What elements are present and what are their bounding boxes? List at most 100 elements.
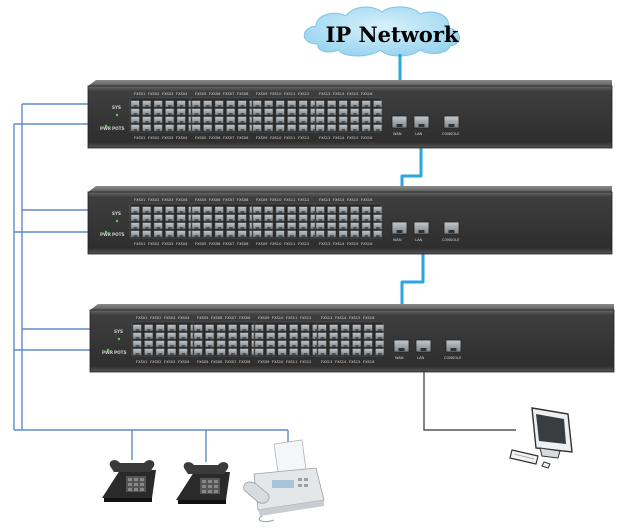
rj11-port [165,100,175,108]
cloud-label: IP Network [326,22,459,47]
port-latch [290,105,294,107]
port-label-bottom: FXS14 [335,360,347,364]
port-label-top: FXS05 [195,92,206,96]
port-latch [292,353,296,355]
rj11-port [252,230,262,238]
port-latch [217,113,222,115]
port-latch [320,345,325,347]
phone-icon [176,462,230,504]
rj11-port [214,124,224,132]
port-latch [170,337,174,339]
port-label-bottom: FXS12 [298,136,309,140]
computer-icon [509,407,573,469]
port-latch [278,235,283,237]
port-latch [301,129,306,131]
port-latch [355,345,359,347]
port-latch [206,219,210,221]
rj11-port [287,222,297,230]
port-latch [240,227,245,229]
port-latch [194,235,199,237]
rj11-port [287,116,297,124]
rj11-port [226,108,236,116]
port-latch [330,121,334,123]
port-latch [353,211,357,213]
rj11-port [252,214,262,222]
pots-label: POTS [114,350,127,355]
rj11-port [193,332,203,340]
port-label-top: FXS09 [256,92,268,96]
rj11-port [361,124,371,132]
port-latch [156,219,161,221]
port-label-top: FXS09 [256,198,268,202]
port-latch [194,219,199,221]
rj11-port [300,348,310,356]
port-latch [206,113,210,115]
rj11-port [375,340,385,348]
port-label-top: FXS11 [284,198,295,202]
port-latch [267,235,271,237]
rj11-port [275,206,285,214]
wan-label: WAN [393,238,402,242]
port-latch [303,353,308,355]
fax-machine-icon [243,439,325,523]
port-latch [330,129,334,131]
rj11-port [338,108,348,116]
rj11-port [277,324,287,332]
port-latch [181,353,186,355]
sys-led-icon [115,113,119,117]
port-latch [376,113,380,115]
port-latch [229,121,233,123]
port-latch [280,345,285,347]
port-latch [206,105,210,107]
port-latch [330,105,334,107]
rj11-port [298,100,308,108]
port-latch [255,219,260,221]
port-label-top: FXS07 [225,316,236,320]
rj11-port [142,222,152,230]
lan-port [413,221,430,235]
rj11-port [373,108,383,116]
port-latch [290,113,294,115]
port-latch [147,345,151,347]
port-latch [135,345,140,347]
rj11-port [350,214,360,222]
port-label-bottom: FXS08 [237,136,249,140]
rj11-port [264,100,274,108]
port-latch [366,353,371,355]
rj11-port [153,214,163,222]
rj11-port [254,348,264,356]
port-latch [242,337,247,339]
rj11-port [203,108,213,116]
rj11-port [153,100,163,108]
port-latch [267,211,271,213]
rj11-port [287,108,297,116]
rj11-port [275,116,285,124]
port-latch [196,337,201,339]
port-label-top: FXS04 [178,316,190,320]
port-latch [219,329,224,331]
port-label-bottom: FXS03 [164,360,175,364]
port-latch [170,353,174,355]
rj11-port [214,222,224,230]
port-label-bottom: FXS07 [223,136,234,140]
rj11-port [228,324,238,332]
port-latch [217,211,222,213]
pwr-label: PWR [100,126,112,131]
rj11-port [214,206,224,214]
port-label-bottom: FXS03 [162,136,173,140]
rj11-port [352,348,362,356]
rj11-port [165,230,175,238]
rj11-port [350,230,360,238]
rj11-port [176,206,186,214]
port-label-top: FXS16 [363,316,375,320]
port-latch [364,121,369,123]
rj11-port [289,348,299,356]
port-latch [206,121,210,123]
rj11-port [338,222,348,230]
rj11-port [237,230,247,238]
rj11-port [228,348,238,356]
rj11-port [237,116,247,124]
rj11-port [264,230,274,238]
port-latch [133,105,138,107]
